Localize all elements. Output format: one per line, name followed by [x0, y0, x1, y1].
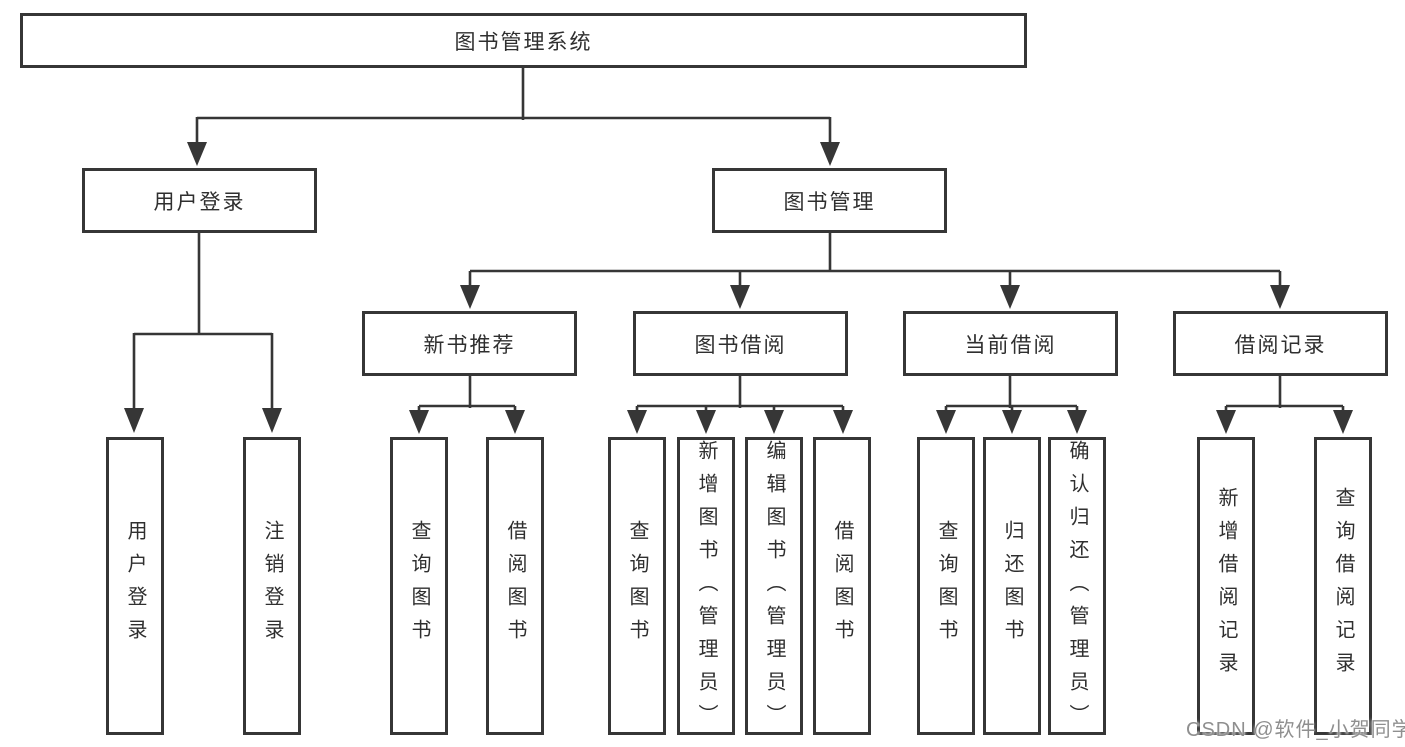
arrow-down-icon	[1270, 285, 1290, 309]
leaf-return-book: 归还图书	[983, 437, 1041, 735]
arrow-down-icon	[262, 408, 282, 433]
arrow-down-icon	[1216, 410, 1236, 434]
arrow-down-icon	[696, 410, 716, 434]
leaf-edit-book-admin: 编辑图书（管理员）	[745, 437, 803, 737]
arrow-down-icon	[820, 142, 840, 166]
leaf-query-book-recommend: 查询图书	[390, 437, 448, 735]
arrow-down-icon	[627, 410, 647, 434]
leaf-confirm-return-admin: 确认归还（管理员）	[1048, 437, 1106, 737]
leaf-borrow-book-recommend: 借阅图书	[486, 437, 544, 735]
leaf-add-borrow-record: 新增借阅记录	[1197, 437, 1255, 735]
watermark: CSDN @软件_小贺同学	[1186, 719, 1405, 741]
arrow-down-icon	[1002, 410, 1022, 434]
arrow-down-icon	[1000, 285, 1020, 309]
leaf-user-login: 用户登录	[106, 437, 164, 735]
arrow-down-icon	[1333, 410, 1353, 434]
node-new-book-recommend: 新书推荐	[362, 311, 577, 376]
arrow-down-icon	[187, 142, 207, 166]
arrow-down-icon	[833, 410, 853, 434]
node-user-login: 用户登录	[82, 168, 317, 233]
arrow-down-icon	[460, 285, 480, 309]
node-book-management: 图书管理	[712, 168, 947, 233]
node-current-borrow: 当前借阅	[903, 311, 1118, 376]
node-borrow-records: 借阅记录	[1173, 311, 1388, 376]
node-book-borrow: 图书借阅	[633, 311, 848, 376]
leaf-query-borrow-record: 查询借阅记录	[1314, 437, 1372, 735]
arrow-down-icon	[730, 285, 750, 309]
connector-line	[132, 68, 1345, 411]
node-library-system: 图书管理系统	[20, 13, 1027, 68]
arrow-down-icon	[409, 410, 429, 434]
arrow-down-icon	[764, 410, 784, 434]
leaf-logout: 注销登录	[243, 437, 301, 735]
arrow-down-icon	[505, 410, 525, 434]
arrow-down-icon	[936, 410, 956, 434]
leaf-add-book-admin: 新增图书（管理员）	[677, 437, 735, 737]
arrow-down-icon	[1067, 410, 1087, 434]
arrow-down-icon	[124, 408, 144, 433]
leaf-borrow-book: 借阅图书	[813, 437, 871, 735]
leaf-query-book-current: 查询图书	[917, 437, 975, 735]
leaf-query-book-borrow: 查询图书	[608, 437, 666, 735]
